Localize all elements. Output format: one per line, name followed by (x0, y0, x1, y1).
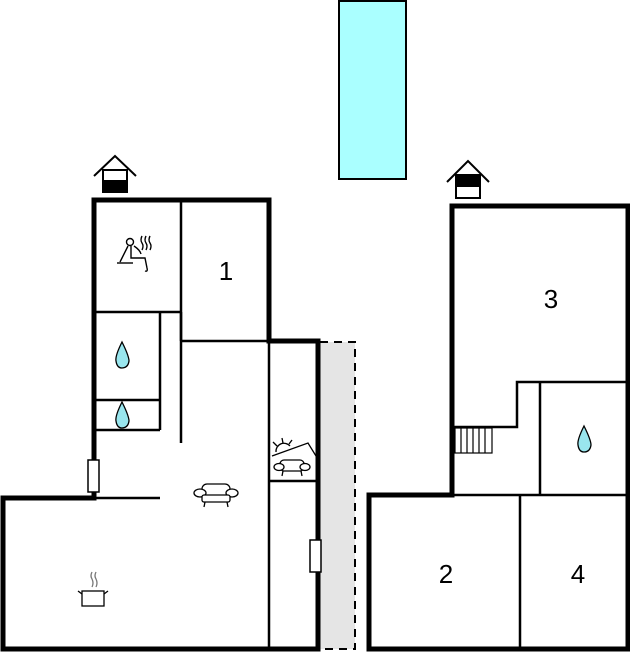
room-3-label: 3 (543, 284, 559, 314)
kitchen-pot-icon (77, 571, 109, 607)
door (309, 539, 322, 573)
terrace (320, 342, 355, 649)
room-2-label: 2 (438, 559, 454, 589)
bathroom-water-drop-icon (115, 340, 130, 369)
room-4-label: 4 (570, 559, 586, 589)
conservatory-sun-armchair-icon (271, 437, 317, 477)
entrance-house-icon (446, 159, 490, 199)
door (87, 459, 100, 493)
room-1-label: 1 (218, 256, 234, 286)
stairs-icon (454, 427, 493, 454)
living-room-armchair-icon (193, 483, 239, 508)
bathroom-water-drop-icon-upper (577, 424, 592, 453)
sauna-icon (117, 235, 152, 272)
entrance-house-icon (93, 154, 137, 193)
swimming-pool (338, 0, 407, 180)
toilet-water-drop-icon (115, 400, 130, 429)
